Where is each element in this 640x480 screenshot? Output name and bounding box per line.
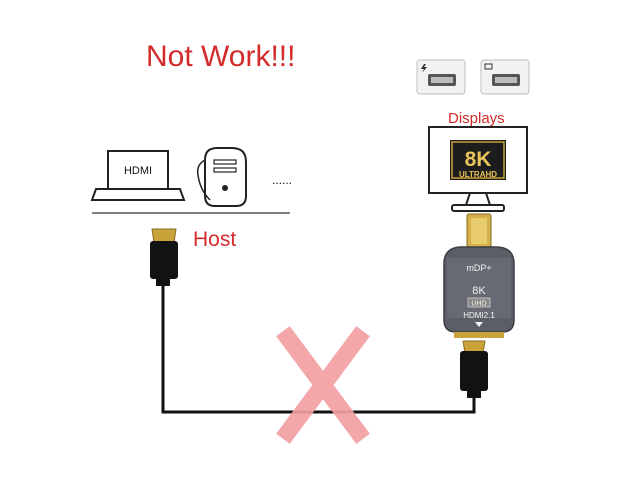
host-label: Host [193, 228, 237, 251]
displays-label: Displays [448, 110, 505, 127]
monitor-badge-big: 8K [465, 148, 492, 171]
laptop-icon: HDMI [90, 150, 186, 201]
adapter-icon: mDP+ 8K UHD HDMI2.1 [443, 246, 515, 338]
headline: Not Work!!! [146, 40, 296, 73]
hdmi-plug-right-icon [460, 340, 488, 398]
ellipsis: ...... [272, 173, 292, 187]
monitor-icon: 8K ULTRAHD [428, 126, 528, 212]
hdmi-plug-left-icon [150, 228, 178, 286]
mini-dp-tip-icon [466, 213, 492, 249]
adapter-tag-text: UHD [471, 301, 486, 308]
desktop-tower-icon [196, 147, 247, 207]
cross-icon [276, 326, 370, 444]
adapter-top-text: mDP+ [466, 263, 491, 273]
adapter-mid-text: 8K [472, 285, 486, 297]
monitor-badge-small: ULTRAHD [459, 170, 497, 179]
laptop-screen-text: HDMI [124, 165, 152, 177]
hdmi-cable [161, 282, 476, 414]
mini-displayport-icon [480, 59, 530, 95]
thunderbolt-port-icon [416, 59, 466, 95]
adapter-bottom-text: HDMI2.1 [463, 311, 495, 320]
